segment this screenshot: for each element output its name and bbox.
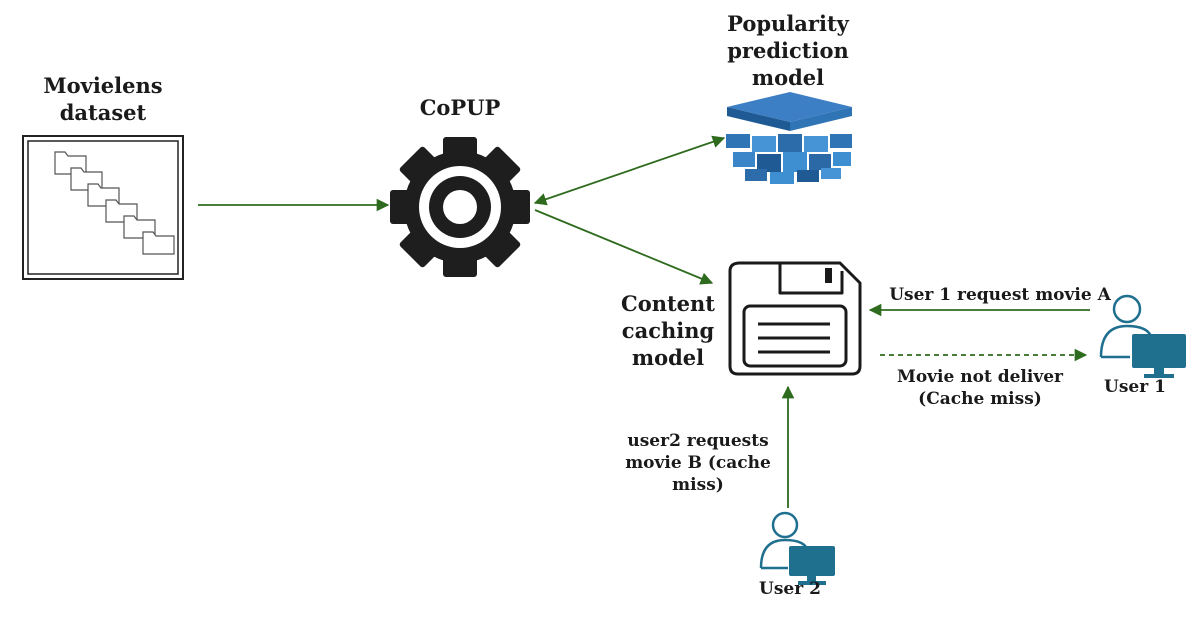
user2-label: User 2	[759, 579, 821, 599]
stacked-cubes-icon	[726, 92, 852, 184]
gear-icon	[390, 137, 530, 277]
user-1-icon	[1099, 294, 1186, 378]
user1-request-label: User 1 request movie A	[889, 285, 1111, 305]
folder-stack-icon	[54, 151, 175, 255]
user-2-icon	[759, 511, 835, 585]
arrows	[198, 135, 1090, 508]
dataset-icon	[22, 135, 184, 280]
caching-title: Content caching model	[620, 291, 716, 370]
user2-request-label: user2 requests movie B (cache miss)	[625, 431, 771, 495]
dataset-title: Movielens dataset	[43, 73, 163, 125]
floppy-disk-icon	[728, 261, 862, 376]
arrow-copup-to-popularity	[533, 135, 726, 206]
arrow-copup-to-caching	[534, 209, 714, 285]
popularity-title: Popularity prediction model	[727, 11, 849, 90]
user1-label: User 1	[1104, 377, 1166, 397]
not-deliver-label: Movie not deliver (Cache miss)	[897, 367, 1063, 409]
copup-title: CoPUP	[419, 95, 501, 120]
